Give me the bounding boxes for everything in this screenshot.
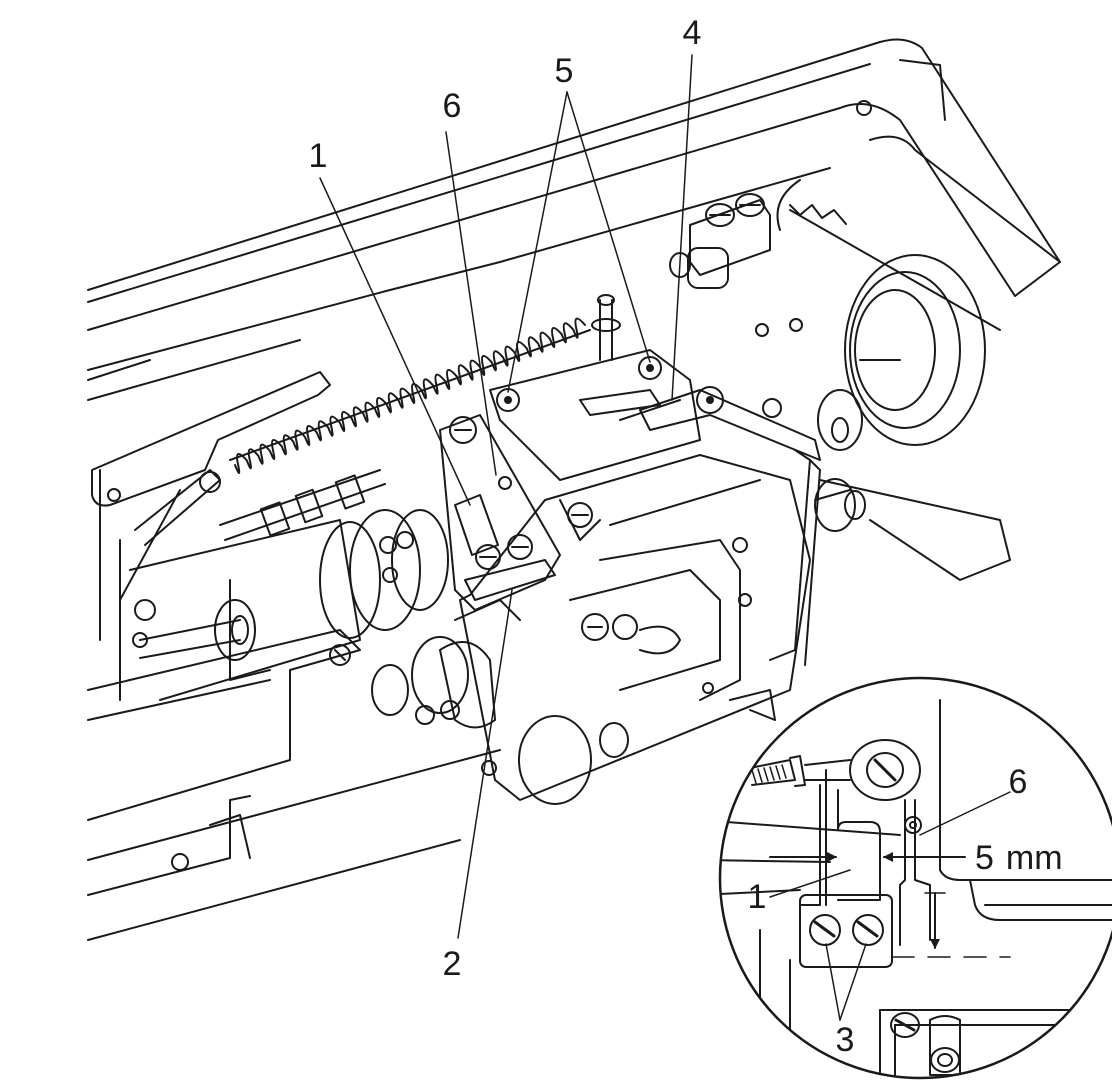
base-rails xyxy=(87,629,501,941)
callout-6: 6 xyxy=(443,87,462,125)
gear-housing xyxy=(371,454,866,805)
callout-5: 5 xyxy=(555,52,574,90)
inset-callout-6: 6 xyxy=(1009,763,1028,801)
pneumatic-cylinder xyxy=(129,509,449,701)
inset-callout-1: 1 xyxy=(748,878,767,916)
hand-wheel xyxy=(776,179,1011,581)
dimension-unit: mm xyxy=(1006,839,1063,877)
leader-lines xyxy=(319,54,693,939)
tension-spring xyxy=(229,317,591,475)
threaded-rod xyxy=(219,469,386,541)
center-plate xyxy=(439,414,561,611)
lever-arm xyxy=(639,386,821,666)
callout-4: 4 xyxy=(683,14,702,52)
top-clamp-block xyxy=(669,193,803,337)
callout-1: 1 xyxy=(309,137,328,175)
left-bracket xyxy=(91,371,331,701)
inset-callout-3: 3 xyxy=(836,1021,855,1059)
detail-inset xyxy=(718,676,1112,1080)
callout-2: 2 xyxy=(443,945,462,983)
table-top xyxy=(87,38,1061,401)
mounting-plate xyxy=(489,294,701,481)
dimension-value: 5 xyxy=(975,839,994,877)
dimension-label: 5 mm xyxy=(975,839,1063,877)
